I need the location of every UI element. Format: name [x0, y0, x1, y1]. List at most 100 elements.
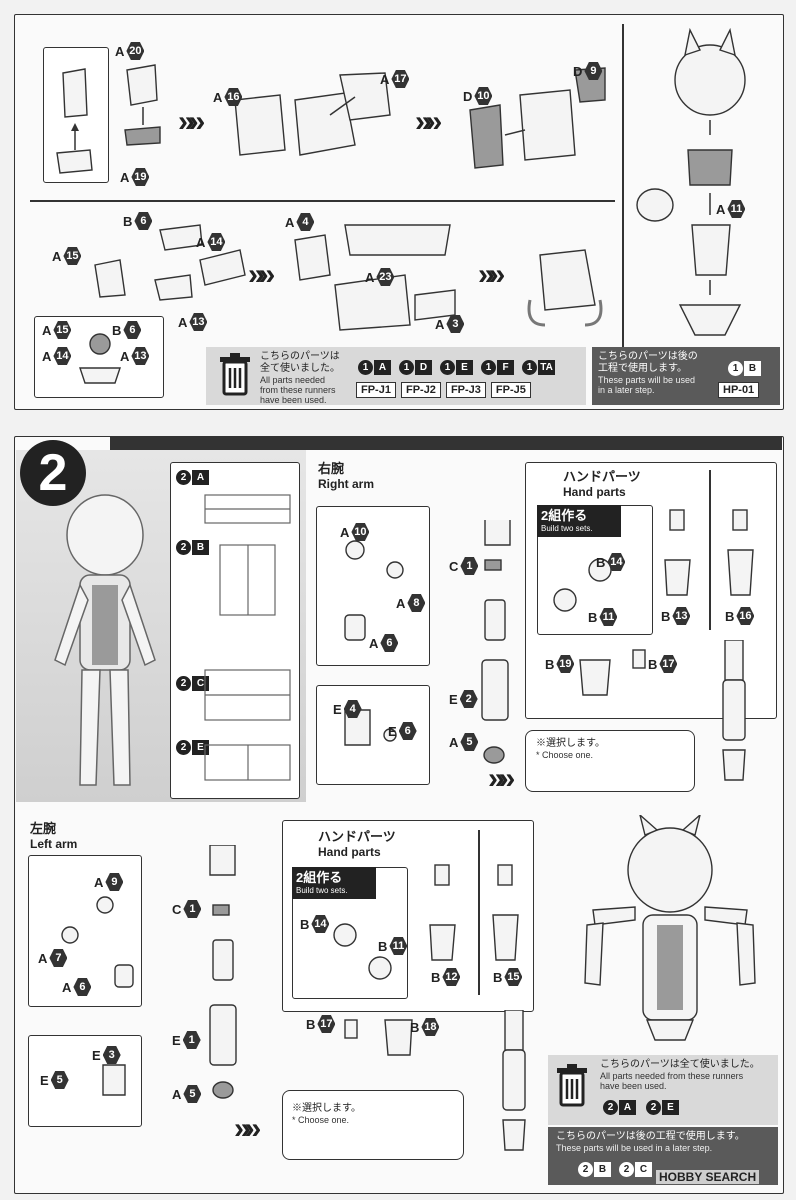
right-choose-jp: ※選択します。 [536, 738, 605, 749]
bottom-used-en2: have been used. [600, 1081, 667, 1091]
left-choose-text: ※選択します。 * Choose one. [292, 1103, 361, 1125]
next-step-arrow: »» [248, 258, 275, 291]
step1-divider-vertical [622, 24, 624, 354]
left-hand-title-en: Hand parts [318, 845, 381, 859]
left-hand-parts-illustration [333, 864, 519, 1056]
right-arm-subbox-1 [316, 506, 430, 666]
next-step-arrow: »» [488, 762, 515, 795]
watermark-text: HOBBY SEARCH [659, 1170, 757, 1184]
left-build-two-sets-badge: 2組作る Build two sets. [292, 867, 376, 899]
joint-detail-illustration [79, 333, 121, 384]
runner-code-2: FP-J2 [400, 382, 441, 398]
torso-back-illustration [469, 67, 606, 169]
next-step-arrow: »» [178, 105, 205, 138]
left-choose-en: * Choose one. [292, 1115, 350, 1125]
runner-later-jp1: こちらのパーツは後の [598, 351, 698, 362]
bottom-later-en: These parts will be used in a later step… [556, 1143, 713, 1153]
right-arm-assembled-illustration [722, 640, 746, 781]
bottom-later-jp: こちらのパーツは後の工程で使用します。 [556, 1131, 745, 1142]
head-torso-illustration [636, 27, 746, 336]
left-arm-assembled-illustration [502, 1010, 526, 1151]
torso-assembly-illustration [234, 72, 391, 156]
runner-used-en2: from these runners [260, 385, 336, 395]
left-hand-divider [478, 830, 480, 995]
left-two-sets-en: Build two sets. [296, 886, 348, 895]
runner-later-text: こちらのパーツは後の 工程で使用します。 These parts will be… [598, 351, 718, 395]
runner-used-jp2: 全て使いました。 [260, 363, 340, 374]
left-hand-parts-title: ハンドパーツ Hand parts [318, 826, 396, 859]
hip-assembly-illustration [294, 224, 456, 331]
left-arm-parts-illustration [61, 845, 237, 1099]
trash-icon [220, 353, 250, 396]
left-arm-title: 左腕 Left arm [30, 818, 77, 851]
right-choose-box [525, 730, 695, 792]
runner-used-en3: have been used. [260, 395, 327, 405]
runner-code-hp01: HP-01 [718, 382, 760, 398]
next-step-arrow: »» [478, 258, 505, 291]
step2-number-badge: 2 [20, 440, 86, 506]
left-arm-title-en: Left arm [30, 837, 78, 851]
right-hand-parts-illustration [553, 509, 754, 696]
right-hand-title-en: Hand parts [563, 485, 626, 499]
right-build-two-sets-badge: 2組作る Build two sets. [537, 505, 621, 537]
left-arm-title-jp: 左腕 [30, 821, 57, 836]
runner-used-text: こちらのパーツは 全て使いました。 All parts needed from … [260, 351, 360, 405]
right-arm-title: 右腕 Right arm [318, 458, 374, 491]
bottom-used-jp: こちらのパーツは全て使いました。 [600, 1059, 760, 1070]
leg-joint-illustration [94, 224, 246, 301]
parts-illustration-top-left [56, 64, 161, 174]
runner-used-jp1: こちらのパーツは [260, 351, 340, 362]
next-step-arrow: »» [415, 105, 442, 138]
right-arm-parts-illustration [344, 520, 511, 764]
next-step-arrow: »» [234, 1112, 261, 1145]
runner-code-3: FP-J3 [445, 382, 486, 398]
right-two-sets-en: Build two sets. [541, 524, 593, 533]
step2-number: 2 [38, 444, 68, 502]
step1-divider-horizontal [30, 200, 615, 202]
right-choose-text: ※選択します。 * Choose one. [536, 738, 605, 760]
right-choose-en: * Choose one. [536, 750, 594, 760]
bottom-runner-used-text: こちらのパーツは全て使いました。 All parts needed from t… [600, 1059, 778, 1091]
figure-silhouette-illustration [54, 494, 156, 786]
step2-header-band [110, 436, 782, 450]
left-choose-jp: ※選択します。 [292, 1103, 361, 1114]
runner-sheets-box [170, 462, 300, 799]
right-arm-title-en: Right arm [318, 477, 375, 491]
